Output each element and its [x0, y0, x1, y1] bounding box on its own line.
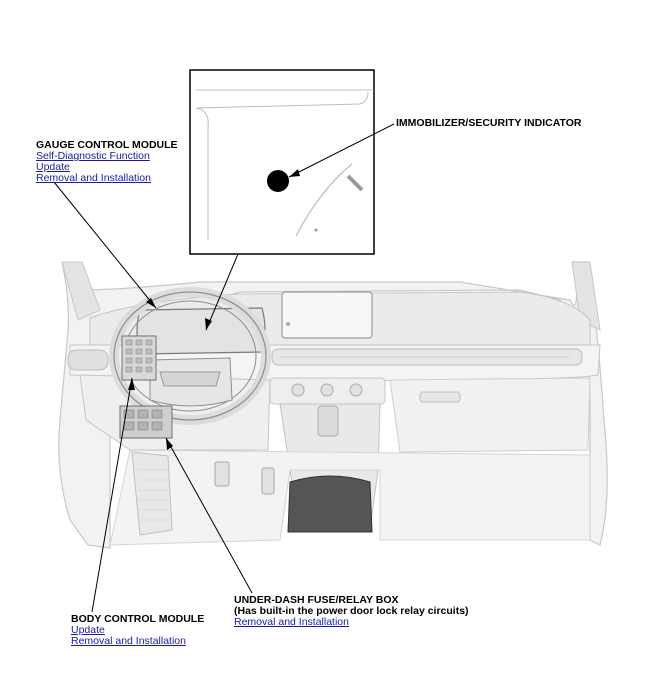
gauge-link-removal[interactable]: Removal and Installation — [36, 172, 151, 184]
gauge-link-self-diagnostic[interactable]: Self-Diagnostic Function — [36, 150, 150, 162]
fuse-box-callout: UNDER-DASH FUSE/RELAY BOX (Has built-in … — [234, 595, 469, 628]
center-screen — [281, 291, 373, 339]
right-a-pillar — [571, 261, 601, 331]
left-a-pillar — [61, 261, 101, 321]
body-callout: BODY CONTROL MODULE Update Removal and I… — [71, 614, 204, 647]
glovebox — [389, 377, 591, 453]
arrowheads — [128, 169, 300, 450]
immobilizer-callout: IMMOBILIZER/SECURITY INDICATOR — [396, 118, 582, 129]
pedal-right — [261, 467, 275, 495]
body-link-update[interactable]: Update — [71, 624, 105, 636]
gauge-link-update[interactable]: Update — [36, 161, 70, 173]
gauge-title: GAUGE CONTROL MODULE — [36, 139, 178, 151]
body-title: BODY CONTROL MODULE — [71, 613, 205, 625]
fuse-box-subtitle: (Has built-in the power door lock relay … — [234, 605, 469, 617]
kick-panel — [131, 451, 173, 536]
gauge-callout: GAUGE CONTROL MODULE Self-Diagnostic Fun… — [36, 140, 178, 184]
left-vent — [67, 349, 109, 371]
body-link-removal[interactable]: Removal and Installation — [71, 635, 186, 647]
console-bin — [287, 475, 373, 533]
immobilizer-title: IMMOBILIZER/SECURITY INDICATOR — [396, 117, 582, 129]
floor — [109, 449, 591, 546]
pedal-left — [214, 461, 230, 487]
immobilizer-indicator-dot — [267, 170, 289, 192]
leader-lines — [53, 123, 395, 613]
inset-detail-box — [189, 69, 375, 255]
fuse-box-title: UNDER-DASH FUSE/RELAY BOX — [234, 594, 399, 606]
fuse-box-link-removal[interactable]: Removal and Installation — [234, 616, 349, 628]
